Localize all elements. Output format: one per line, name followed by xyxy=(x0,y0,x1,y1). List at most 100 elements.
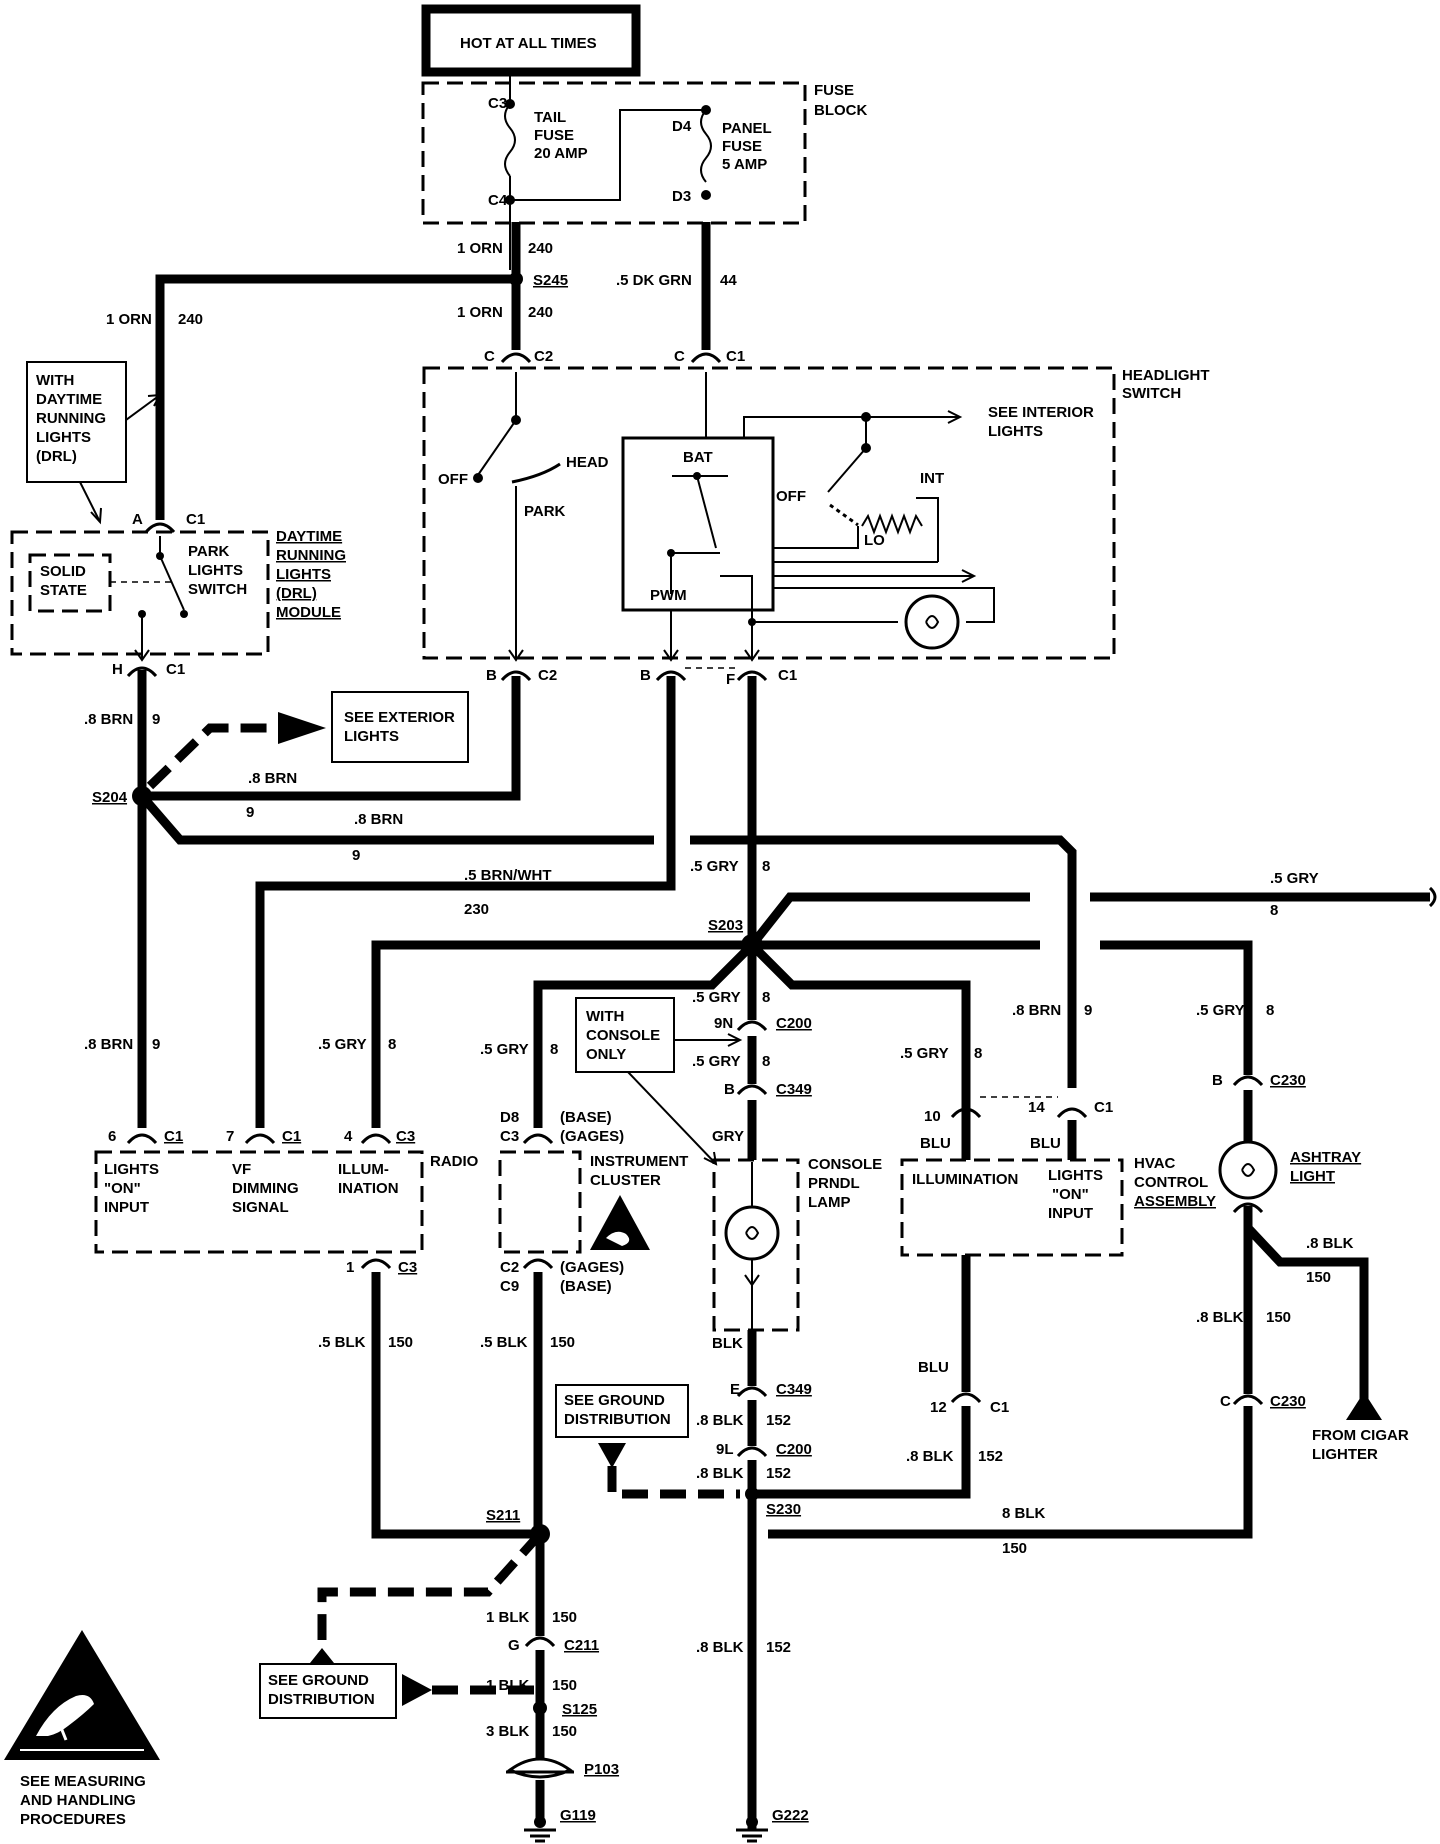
esd-note-2: AND HANDLING xyxy=(20,1792,136,1809)
console-note-text: WITH xyxy=(586,1008,624,1025)
drl-connector-a: A xyxy=(132,511,143,528)
power-source-box xyxy=(421,4,641,77)
connector-c200-b: C200 xyxy=(776,1441,812,1458)
cluster-pin-c9: C9 xyxy=(500,1278,519,1295)
splice-s230: S230 xyxy=(766,1501,801,1518)
wire-150-f-circuit: 150 xyxy=(552,1609,577,1626)
wire-240-b-color: 1 ORN xyxy=(106,311,152,328)
wire-gry-label: GRY xyxy=(712,1128,744,1145)
connector-c211: C211 xyxy=(564,1637,599,1654)
hs-connector-c2-bottom: C2 xyxy=(538,667,557,684)
radio-connector-c3-b: C3 xyxy=(398,1259,417,1276)
wire-9-c-color: .8 BRN xyxy=(354,811,403,828)
splice-s203: S203 xyxy=(708,917,743,934)
panel-fuse-label-2: FUSE xyxy=(722,138,762,155)
wire-8-c-color: .5 GRY xyxy=(318,1036,367,1053)
splice-s211: S211 xyxy=(486,1507,520,1524)
wire-8-h-color: .5 GRY xyxy=(1196,1002,1245,1019)
c230-pin-b: B xyxy=(1212,1072,1223,1089)
drl-note-text: WITH xyxy=(36,372,74,389)
hvac-title-3: ASSEMBLY xyxy=(1134,1193,1216,1210)
wire-240-c-color: 1 ORN xyxy=(457,304,503,321)
wire-152-b-circuit: 152 xyxy=(766,1412,791,1429)
radio-input-lights-on: LIGHTS xyxy=(104,1161,159,1178)
c230-pin-c: C xyxy=(1220,1393,1231,1410)
wire-9-a-color: .8 BRN xyxy=(84,711,133,728)
wire-blk-label: BLK xyxy=(712,1335,743,1352)
hs-connector-b-left: B xyxy=(486,667,497,684)
hvac-connector-c1: C1 xyxy=(1094,1099,1113,1116)
c211-pin-g: G xyxy=(508,1637,520,1654)
see-ground-2-label: SEE GROUND xyxy=(268,1672,369,1689)
cigar-lighter-label-2: LIGHTER xyxy=(1312,1446,1378,1463)
drl-note-box xyxy=(26,361,127,483)
wire-9-a-circuit: 9 xyxy=(152,711,160,728)
wire-blu-a: BLU xyxy=(920,1135,951,1152)
wire-150-c-circuit: 150 xyxy=(1306,1269,1331,1286)
drl-note-text-5: (DRL) xyxy=(36,448,77,465)
radio-input-illumination-2: INATION xyxy=(338,1180,399,1197)
panel-fuse-symbol xyxy=(700,109,712,183)
drl-park-switch-label: PARK xyxy=(188,543,230,560)
drl-module-title-5: MODULE xyxy=(276,604,341,621)
ground-g119-label: G119 xyxy=(560,1807,596,1824)
drl-note-text-2: DAYTIME xyxy=(36,391,102,408)
drl-module-title: DAYTIME xyxy=(276,528,342,545)
hs-park-label: PARK xyxy=(524,503,566,520)
see-interior-label-2: LIGHTS xyxy=(988,423,1043,440)
radio-connector-c1-a: C1 xyxy=(164,1128,183,1145)
c200-pin-9n: 9N xyxy=(714,1015,733,1032)
drl-note-text-4: LIGHTS xyxy=(36,429,91,446)
wire-8-e-color: .5 GRY xyxy=(692,989,741,1006)
hs-connector-c-left: C xyxy=(484,348,495,365)
radio-pin-1: 1 xyxy=(346,1259,354,1276)
wire-9-e-circuit: 9 xyxy=(1084,1002,1092,1019)
panel-fuse-pin-out: D3 xyxy=(672,188,691,205)
console-lamp-title: CONSOLE xyxy=(808,1156,882,1173)
console-lamp-title-3: LAMP xyxy=(808,1194,851,1211)
wire-9-b-circuit: 9 xyxy=(246,804,254,821)
panel-fuse-pin-in: D4 xyxy=(672,118,692,135)
hs-bat-label: BAT xyxy=(683,449,713,466)
wire-230-circuit: 230 xyxy=(464,901,489,918)
see-exterior-label-2: LIGHTS xyxy=(344,728,399,745)
cluster-pin-c2: C2 xyxy=(500,1259,519,1276)
hs-connector-f: F xyxy=(726,671,735,688)
hs-head-label: HEAD xyxy=(566,454,609,471)
tail-fuse-label-2: FUSE xyxy=(534,127,574,144)
see-interior-label: SEE INTERIOR xyxy=(988,404,1094,421)
hvac-illumination-label: ILLUMINATION xyxy=(912,1171,1018,1188)
wire-9-d-color: .8 BRN xyxy=(84,1036,133,1053)
fuse-block-outline xyxy=(421,81,807,225)
wire-150-a-color: .5 BLK xyxy=(318,1334,366,1351)
connector-c230: C230 xyxy=(1270,1072,1306,1089)
wire-44-color: .5 DK GRN xyxy=(616,272,692,289)
hs-connector-c-right: C xyxy=(674,348,685,365)
ashtray-lamp xyxy=(1218,1140,1278,1200)
tail-fuse-label: TAIL xyxy=(534,109,566,126)
wire-150-h-color: 3 BLK xyxy=(486,1723,530,1740)
ground-g222-label: G222 xyxy=(772,1807,809,1824)
wire-8-d-color: .5 GRY xyxy=(480,1041,529,1058)
hs-off-label: OFF xyxy=(438,471,468,488)
see-ground-box-1 xyxy=(555,1384,689,1438)
hs-connector-c1-bottom: C1 xyxy=(778,667,797,684)
p103-label: P103 xyxy=(584,1761,619,1778)
wire-152-a-circuit: 152 xyxy=(978,1448,1003,1465)
power-source-label: HOT AT ALL TIMES xyxy=(460,35,597,52)
esd-note: SEE MEASURING xyxy=(20,1773,146,1790)
radio-title: RADIO xyxy=(430,1153,479,1170)
wire-150-b-circuit: 150 xyxy=(550,1334,575,1351)
dimmer-module-box xyxy=(621,436,775,612)
see-ground-1-label: SEE GROUND xyxy=(564,1392,665,1409)
tail-fuse-rating: 20 AMP xyxy=(534,145,588,162)
wire-150-f-color: 1 BLK xyxy=(486,1609,530,1626)
wire-8-a-color: .5 GRY xyxy=(690,858,739,875)
drl-module-title-4: (DRL) xyxy=(276,585,317,602)
console-lamp-bulb xyxy=(724,1205,780,1261)
c349-pin-e: E xyxy=(730,1381,740,1398)
wire-9-b-color: .8 BRN xyxy=(248,770,297,787)
console-lamp-outline xyxy=(712,1158,800,1332)
wire-150-d-color: .8 BLK xyxy=(1196,1309,1244,1326)
wire-230-color: .5 BRN/WHT xyxy=(464,867,552,884)
